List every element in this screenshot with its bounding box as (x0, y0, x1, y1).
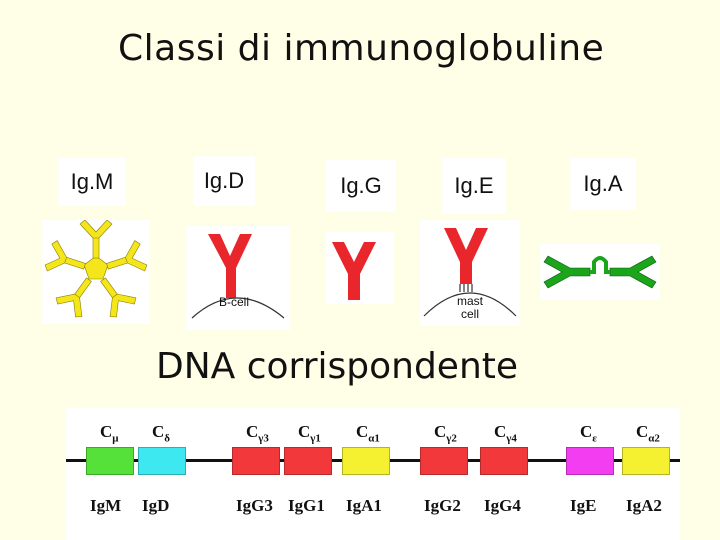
gene-top-label: Cγ1 (298, 422, 321, 444)
iga-label-text: Ig.A (583, 171, 623, 196)
gene-top-label: Cγ2 (434, 422, 457, 444)
gene-top-label: Cα2 (636, 422, 660, 444)
gene-top-label-sub: ε (592, 432, 597, 445)
gene-top-label: Cε (580, 422, 597, 444)
gene-segment-igd (138, 447, 186, 475)
mastcell-label-line2: cell (460, 307, 479, 321)
igg-panel (326, 232, 394, 304)
gene-top-label-sub: α1 (368, 432, 380, 445)
iga-dimer-panel (540, 244, 660, 300)
gene-bottom-label: IgA2 (626, 496, 662, 515)
gene-bottom-label: IgG4 (484, 496, 521, 515)
gene-top-label-main: C (100, 422, 113, 441)
ige-label-text: Ig.E (454, 173, 494, 198)
igm-label-text: Ig.M (70, 169, 114, 194)
gene-bottom-label: IgD (142, 496, 170, 515)
dna-subtitle: DNA corrispondente (156, 346, 519, 387)
gene-segment-iga2 (622, 447, 670, 475)
gene-top-label-sub: α2 (648, 432, 660, 445)
gene-top-label-sub: γ3 (258, 432, 269, 445)
ige-mastcell-panel (420, 220, 520, 326)
gene-bottom-label: IgA1 (346, 496, 382, 515)
iga-label: Ig.A (570, 158, 636, 210)
gene-top-label-sub: γ2 (446, 432, 457, 445)
bcell-label: B-cell (218, 295, 249, 309)
gene-top-label: Cγ3 (246, 422, 269, 444)
ige-mastcell-diagram (423, 228, 517, 317)
page-title: Classi di immunoglobuline (118, 28, 605, 69)
gene-bottom-label: IgG3 (236, 496, 273, 515)
gene-segment-igg3 (232, 447, 280, 475)
gene-bottom-label: IgE (570, 496, 597, 515)
igm-monomer-arm-1 (79, 219, 113, 259)
igg-label-text: Ig.G (340, 173, 382, 198)
igg-label: Ig.G (326, 160, 396, 212)
gene-top-label-main: C (298, 422, 311, 441)
gene-top-label-main: C (246, 422, 259, 441)
gene-top-label-sub: γ1 (310, 432, 321, 445)
gene-top-label-sub: μ (112, 432, 119, 445)
igd-bcell-panel (186, 226, 290, 330)
igd-label-text: Ig.D (203, 168, 245, 193)
ige-receptor (459, 284, 473, 292)
ige-antibody (444, 228, 488, 284)
iga-right-monomer (609, 255, 657, 289)
igm-monomer-arm-4 (55, 277, 92, 318)
gene-segment-igg2 (420, 447, 468, 475)
mastcell-membrane (423, 292, 517, 317)
gene-top-label: Cγ4 (494, 422, 517, 444)
igm-pentamer-panel (42, 219, 150, 324)
gene-segment-iga1 (342, 447, 390, 475)
igm-monomer-arm-3 (100, 277, 137, 318)
igm-monomer-arm-2 (106, 240, 148, 272)
igd-bcell-diagram (191, 234, 285, 319)
gene-top-label-main: C (356, 422, 369, 441)
ige-label: Ig.E (442, 158, 506, 214)
igg-antibody (332, 242, 376, 300)
iga-j-chain (590, 256, 610, 274)
gene-top-label-main: C (494, 422, 507, 441)
gene-top-label-main: C (152, 422, 165, 441)
igm-label: Ig.M (58, 158, 126, 206)
igg-diagram (332, 242, 376, 300)
igd-label: Ig.D (193, 156, 255, 206)
gene-bottom-label: IgG1 (288, 496, 325, 515)
gene-top-label-main: C (580, 422, 593, 441)
mastcell-label-line1: mast (456, 294, 483, 308)
gene-top-label: Cμ (100, 422, 119, 444)
gene-bottom-label: IgG2 (424, 496, 461, 515)
gene-top-label-main: C (636, 422, 649, 441)
igm-j-chain-center (83, 255, 109, 280)
gene-segment-ige (566, 447, 614, 475)
bcell-membrane (191, 297, 285, 319)
gene-top-label: Cδ (152, 422, 170, 444)
igd-antibody (208, 234, 252, 298)
mastcell-label: mast cell (440, 295, 500, 321)
iga-dimer-diagram (543, 255, 657, 289)
gene-segment-igm (86, 447, 134, 475)
igm-pentamer-diagram (44, 219, 148, 318)
gene-segment-igg1 (284, 447, 332, 475)
gene-top-label-sub: γ4 (506, 432, 517, 445)
gene-top-label: Cα1 (356, 422, 380, 444)
igm-monomer-arm-5 (44, 240, 86, 272)
gene-bottom-label: IgM (90, 496, 122, 515)
gene-top-label-main: C (434, 422, 447, 441)
iga-left-monomer (543, 255, 591, 289)
gene-top-label-sub: δ (164, 432, 170, 445)
gene-segment-igg4 (480, 447, 528, 475)
